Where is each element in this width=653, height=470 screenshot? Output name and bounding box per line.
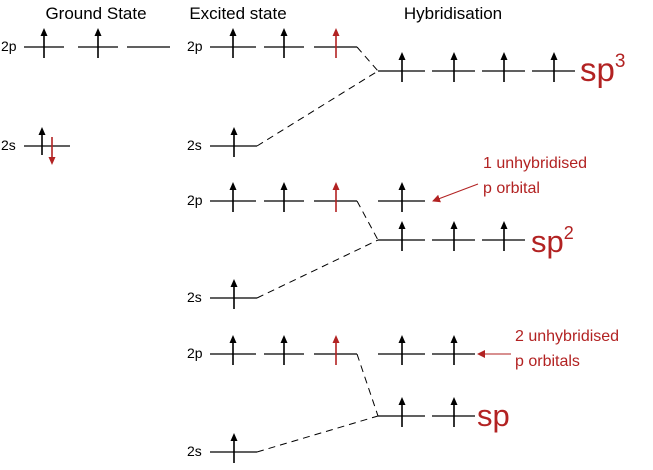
connector-p-to-sp: [356, 353, 379, 417]
electron-up-sp2-3-head: [500, 221, 508, 229]
label-2s-excited-sp2: 2s: [187, 289, 202, 305]
header-ground-state: Ground State: [45, 4, 146, 23]
annotation-2-unhybridised-line1: 2 unhybridised: [515, 328, 619, 345]
electron-up-excited1-2p-3-head: [332, 28, 340, 36]
electron-up-ground-2p-1-head: [40, 28, 48, 36]
electron-up-excited2-2p-2-head: [280, 182, 288, 190]
electron-up-sp2-unhybridised-p-head: [398, 182, 406, 190]
hybrid-label-sp: sp: [477, 398, 510, 433]
label-2s-excited-sp: 2s: [187, 443, 202, 459]
annotation-1-unhybridised-line1: 1 unhybridised: [483, 155, 587, 172]
electron-down-ground-2s-head: [48, 157, 56, 165]
orbital-levels: [24, 28, 575, 463]
electron-up-excited1-2p-1-head: [229, 28, 237, 36]
dashed-connectors: [256, 46, 379, 453]
label-2p-excited-sp3: 2p: [187, 38, 203, 54]
connector-s-to-sp3: [256, 70, 379, 147]
connector-p-to-sp2: [356, 200, 379, 241]
electron-up-sp3-4-head: [550, 52, 558, 60]
annotation-1-unhybridised-line2: p orbital: [483, 180, 540, 197]
electron-up-sp2-1-head: [398, 221, 406, 229]
header-excited-state: Excited state: [189, 4, 286, 23]
connector-p-to-sp3: [356, 46, 379, 72]
header-hybridisation: Hybridisation: [404, 4, 502, 23]
electron-up-excited3-2p-2-head: [280, 335, 288, 343]
connector-s-to-sp2: [256, 239, 379, 299]
label-2s-ground: 2s: [1, 137, 16, 153]
hybrid-label-sp3: sp3: [580, 51, 625, 88]
electron-up-excited1-2s-head: [230, 127, 238, 135]
label-2p-excited-sp2: 2p: [187, 192, 203, 208]
label-2p-excited-sp: 2p: [187, 345, 203, 361]
electron-up-excited3-2p-3-head: [332, 335, 340, 343]
electron-up-excited3-2p-1-head: [229, 335, 237, 343]
electron-up-sp-unhybridised-p-1-head: [398, 335, 406, 343]
connector-s-to-sp: [256, 415, 379, 453]
label-2p-ground: 2p: [1, 38, 17, 54]
hybrid-label-sp2: sp2: [531, 223, 574, 259]
electron-up-excited2-2s-head: [230, 279, 238, 287]
annotation-arrow-1: [432, 183, 479, 203]
electron-up-ground-2p-2-head: [94, 28, 102, 36]
electron-up-sp2-2-head: [450, 221, 458, 229]
annotation-2-unhybridised-line2: p orbitals: [515, 353, 580, 370]
electron-up-excited2-2p-3-head: [332, 182, 340, 190]
electron-up-sp-1-head: [398, 397, 406, 405]
label-2s-excited-sp3: 2s: [187, 137, 202, 153]
electron-up-sp-unhybridised-p-2-head: [450, 335, 458, 343]
electron-up-excited1-2p-2-head: [280, 28, 288, 36]
electron-up-excited2-2p-1-head: [229, 182, 237, 190]
electron-up-sp3-3-head: [500, 52, 508, 60]
electron-up-sp-2-head: [450, 397, 458, 405]
electron-up-ground-2s-head: [38, 127, 46, 135]
electron-up-sp3-1-head: [398, 52, 406, 60]
electron-up-sp3-2-head: [450, 52, 458, 60]
electron-up-excited3-2s-head: [230, 433, 238, 441]
